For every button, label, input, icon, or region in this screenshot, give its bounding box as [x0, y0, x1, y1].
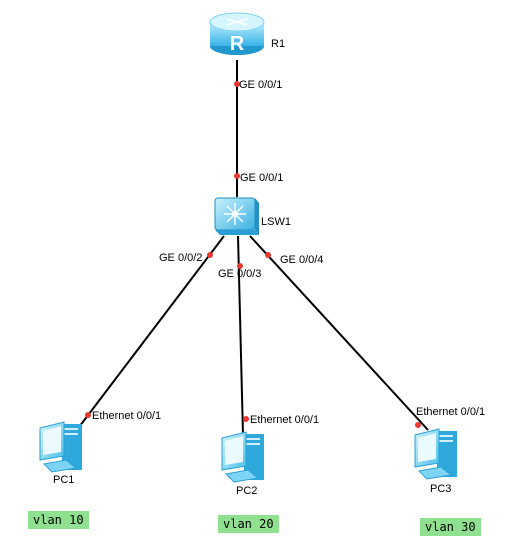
port-label-r1-ge001: GE 0/0/1: [239, 79, 283, 91]
vlan-tag-pc3: vlan 30: [420, 518, 481, 536]
port-label-pc1-eth001: Ethernet 0/0/1: [92, 410, 162, 422]
port-label-lsw1-ge001: GE 0/0/1: [240, 172, 284, 184]
svg-text:R: R: [230, 33, 245, 55]
pc2-icon[interactable]: [221, 431, 264, 483]
pc1-icon[interactable]: [39, 421, 82, 473]
pc3-icon[interactable]: [414, 428, 457, 480]
port-dot: [237, 263, 243, 269]
router-icon[interactable]: R: [209, 12, 265, 55]
port-label-pc2-eth001: Ethernet 0/0/1: [250, 414, 320, 426]
link-lsw1-pc3: [249, 235, 429, 431]
port-dot: [243, 416, 249, 422]
port-label-lsw1-ge004: GE 0/0/4: [280, 254, 324, 266]
port-dot: [415, 422, 421, 428]
port-label-lsw1-ge002: GE 0/0/2: [159, 252, 203, 264]
pc2-label: PC2: [236, 485, 258, 497]
vlan-tag-pc1: vlan 10: [28, 511, 89, 529]
switch-icon[interactable]: [214, 197, 259, 235]
port-dot: [207, 252, 213, 258]
port-dot: [265, 252, 271, 258]
port-dot: [234, 173, 240, 179]
link-lsw1-pc1: [72, 235, 225, 436]
port-dot: [234, 81, 240, 87]
vlan-tag-pc2: vlan 20: [218, 515, 279, 533]
link-lsw1-pc2: [237, 235, 244, 436]
port-label-pc3-eth001: Ethernet 0/0/1: [416, 406, 486, 418]
port-label-lsw1-ge003: GE 0/0/3: [218, 268, 262, 280]
pc1-label: PC1: [53, 474, 75, 486]
pc3-label: PC3: [430, 483, 452, 495]
router-label: R1: [271, 38, 286, 50]
port-dot: [85, 412, 91, 418]
switch-label: LSW1: [261, 216, 291, 228]
